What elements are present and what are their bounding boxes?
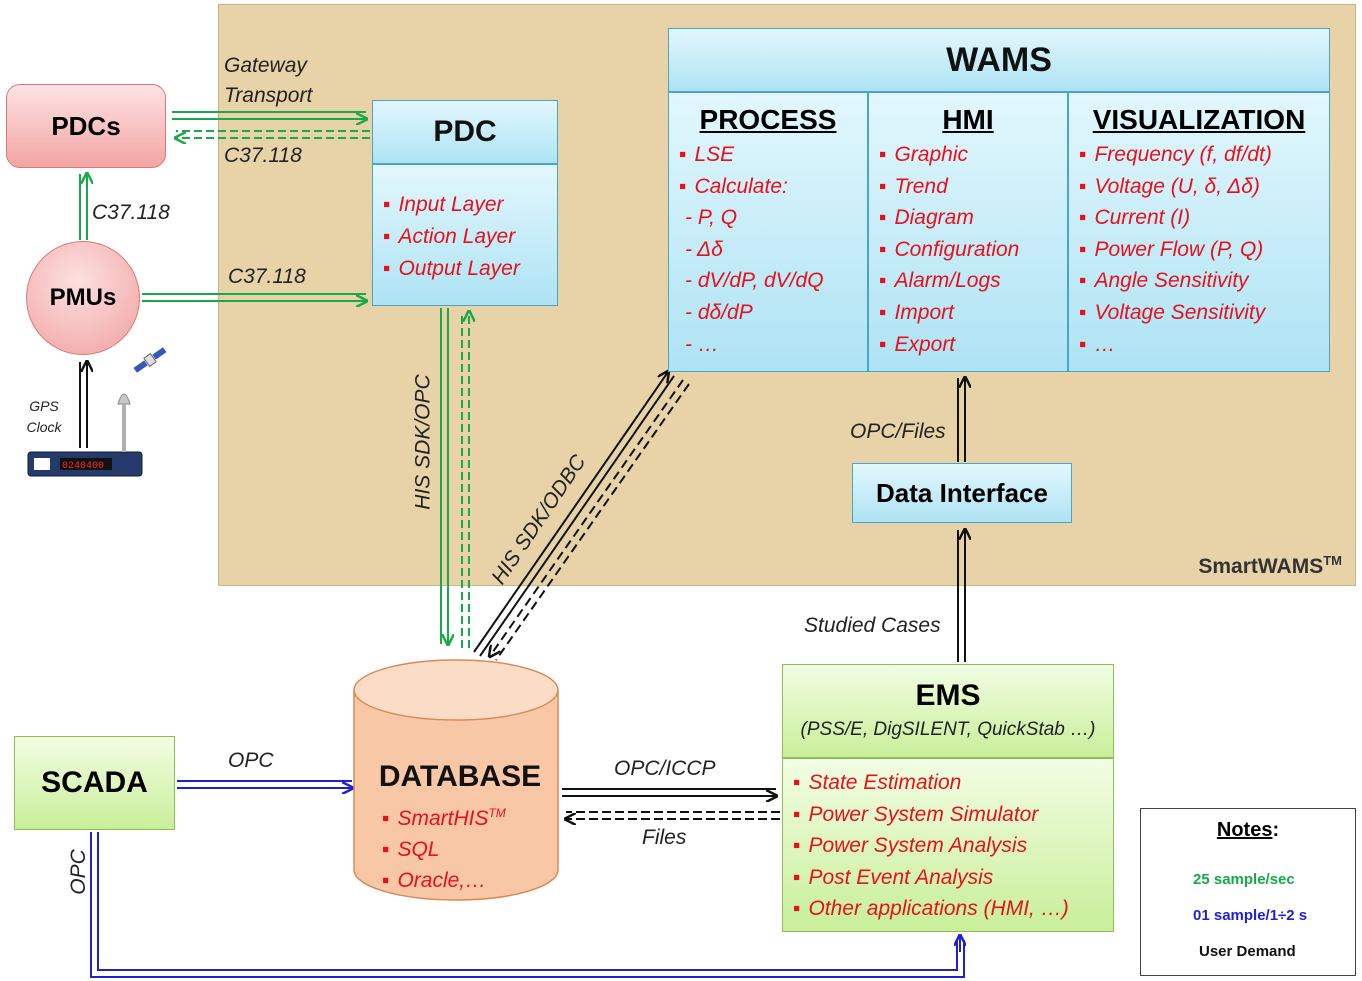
ems-body: State Estimation Power System Simulator …: [782, 758, 1114, 932]
process-subitem: - Δδ: [685, 237, 723, 261]
ems-subtitle: (PSS/E, DigSILENT, QuickStab …): [800, 719, 1096, 740]
hmi-title: HMI: [942, 104, 994, 135]
ems-item: Power System Analysis: [793, 830, 1113, 862]
scada-to-ems-arrow: [90, 832, 964, 978]
opc-files-label: OPC/Files: [850, 420, 946, 443]
c37-pmu-pdcs-label: C37.118: [92, 201, 170, 224]
ems-item: Power System Simulator: [793, 799, 1113, 831]
gps-to-pmus-arrow: [80, 362, 87, 448]
pdc-item: Output Layer: [383, 253, 557, 285]
gateway-label-2: Transport: [224, 84, 313, 107]
c37-pmu-pdc-label: C37.118: [228, 265, 306, 288]
visualization-item: Power Flow (P, Q): [1079, 234, 1329, 266]
satellite-icon: [133, 347, 167, 373]
hmi-column: HMI Graphic Trend Diagram Configuration …: [868, 92, 1068, 372]
process-subitem: - …: [685, 332, 719, 356]
hmi-item: Diagram: [879, 202, 1067, 234]
pdcs-to-pdc-arrow: [172, 112, 366, 119]
process-subitem: - dδ/dP: [685, 300, 753, 324]
ems-to-datainterface-arrow: [958, 530, 965, 662]
process-title: PROCESS: [699, 104, 837, 135]
database-title: DATABASE: [378, 760, 542, 793]
visualization-item: Voltage (U, δ, Δδ): [1079, 171, 1329, 203]
c37-pdc-label: C37.118: [224, 144, 302, 167]
ems-title: EMS: [915, 679, 981, 712]
process-item: Calculate:: [679, 171, 867, 203]
visualization-title: VISUALIZATION: [1092, 104, 1306, 135]
ems-header: EMS (PSS/E, DigSILENT, QuickStab …): [782, 664, 1114, 758]
files-label: Files: [642, 826, 687, 849]
visualization-item: Current (I): [1079, 202, 1329, 234]
smartwams-label: SmartWAMSTM: [1198, 553, 1342, 578]
gps-clock-label: GPS Clock: [26, 398, 62, 435]
pdc-title: PDC: [372, 100, 558, 164]
pdc-item: Action Layer: [383, 221, 557, 253]
opc-iccp-label: OPC/ICCP: [614, 757, 716, 780]
opc-vertical-label: OPC: [66, 849, 90, 895]
hmi-item: Alarm/Logs: [879, 265, 1067, 297]
visualization-item: Voltage Sensitivity: [1079, 297, 1329, 329]
opc-scada-label: OPC: [228, 749, 274, 772]
notes-legend: Notes: 25 sample/sec 01 sample/1÷2 s Use…: [1140, 808, 1356, 976]
visualization-column: VISUALIZATION Frequency (f, df/dt) Volta…: [1068, 92, 1330, 372]
ems-to-db-arrow: [566, 812, 780, 819]
hmi-item: Import: [879, 297, 1067, 329]
visualization-item: Frequency (f, df/dt): [1079, 139, 1329, 171]
scada-to-db-arrow: [177, 781, 352, 788]
hmi-item: Graphic: [879, 139, 1067, 171]
db-to-ems-arrow: [562, 789, 776, 796]
process-subitem: - P, Q: [685, 206, 738, 230]
pdc-item: Input Layer: [383, 189, 557, 221]
ems-item: Post Event Analysis: [793, 862, 1113, 894]
svg-text:0240400: 0240400: [62, 461, 104, 472]
process-item: LSE: [679, 139, 867, 171]
hmi-item: Configuration: [879, 234, 1067, 266]
database-item: SQL: [382, 834, 560, 865]
gateway-label-1: Gateway: [224, 54, 307, 77]
notes-title: Notes:: [1216, 819, 1280, 841]
ems-item: State Estimation: [793, 767, 1113, 799]
pdcs-box: PDCs: [6, 84, 166, 168]
datainterface-to-wams-arrow: [958, 378, 965, 462]
database-item: Oracle,…: [382, 865, 560, 896]
wams-title: WAMS: [668, 28, 1330, 92]
hmi-item: Export: [879, 329, 1067, 361]
pdc-to-db-arrow: [441, 308, 448, 644]
pmus-to-pdcs-arrow: [80, 174, 87, 240]
pmus-circle: PMUs: [26, 241, 140, 355]
data-interface-box: Data Interface: [852, 463, 1072, 523]
studied-cases-label: Studied Cases: [804, 614, 941, 637]
db-to-wams-arrow: [473, 372, 675, 657]
pmus-to-pdc-arrow: [142, 294, 366, 301]
pdc-body: Input Layer Action Layer Output Layer: [372, 164, 558, 306]
visualization-item: Angle Sensitivity: [1079, 265, 1329, 297]
visualization-item: …: [1079, 329, 1329, 361]
scada-box: SCADA: [14, 736, 175, 830]
his-opc-label: HIS SDK/OPC: [411, 374, 435, 510]
database-item: SmartHISTM: [382, 798, 560, 834]
gps-clock-device: 0240400: [27, 451, 143, 477]
pdc-to-pdcs-arrow: [176, 131, 370, 138]
hmi-item: Trend: [879, 171, 1067, 203]
legend-black-text: User Demand: [1199, 943, 1296, 960]
wams-to-db-arrow: [490, 379, 690, 661]
ems-item: Other applications (HMI, …): [793, 893, 1113, 925]
gps-antenna-icon: [117, 393, 131, 452]
process-column: PROCESS LSE Calculate: - P, Q - Δδ - dV/…: [668, 92, 868, 372]
legend-blue-text: 01 sample/1÷2 s: [1193, 907, 1308, 924]
legend-green-text: 25 sample/sec: [1193, 871, 1295, 888]
process-subitem: - dV/dP, dV/dQ: [685, 269, 824, 293]
db-to-pdc-arrow: [462, 312, 469, 648]
database-content: DATABASE SmartHISTM SQL Oracle,…: [360, 760, 560, 896]
